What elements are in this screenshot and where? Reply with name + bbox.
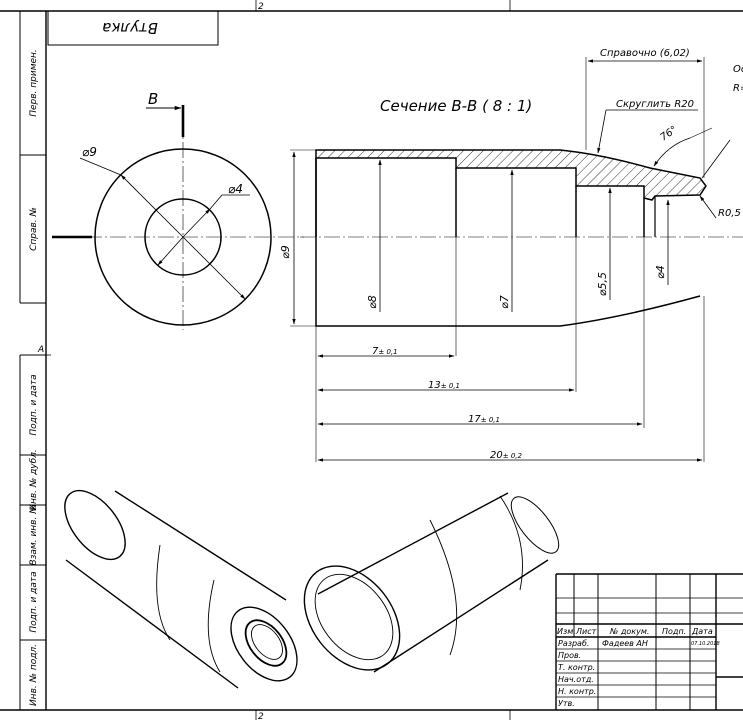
strip-orig-inv: Инв. № подл.	[29, 644, 39, 706]
role-dept-head: Нач.отд.	[558, 675, 594, 684]
inner-diameter-label: ⌀4	[228, 182, 243, 196]
bore-diameter-7: ⌀7	[498, 295, 511, 309]
bore-diameter-4: ⌀4	[654, 265, 667, 279]
cut-letter-label: В	[148, 90, 158, 108]
length-dim-20: 20± 0,2	[490, 450, 523, 461]
outer-diameter-label: ⌀9	[82, 145, 97, 159]
role-approver: Утв.	[558, 699, 575, 708]
length-dim-7: 7± 0,1	[372, 346, 398, 357]
length-dim-13: 13± 0,1	[428, 380, 460, 391]
reference-dim-label: Справочно (6,02)	[600, 48, 690, 59]
length-dim-17: 17± 0,1	[468, 414, 500, 425]
strip-sign-date-2: Подп. и дата	[29, 571, 39, 632]
bore-diameter-5-5: ⌀5,5	[596, 272, 609, 296]
isometric-left	[64, 489, 298, 689]
zone-top-label: 2	[258, 2, 264, 12]
zone-bottom-label: 2	[258, 712, 264, 720]
role-checker: Пров.	[558, 651, 581, 660]
header-sheet: Лист	[575, 627, 597, 636]
header-sign: Подп.	[662, 627, 686, 636]
strip-dup-inv: Инв. № дубл.	[29, 449, 39, 511]
zone-left-label: A	[37, 345, 44, 355]
bore-diameter-8: ⌀8	[366, 295, 379, 309]
role-developer: Разраб.	[558, 639, 589, 648]
strip-reference-no: Справ. №	[29, 207, 39, 251]
cut-note-2: R=	[733, 83, 743, 94]
section-overall-diameter: ⌀9	[279, 245, 292, 259]
right-view-rear-face	[303, 565, 401, 671]
round-note: Скруглить R20	[616, 99, 694, 110]
section-title: Сечение В-В ( 8 : 1)	[380, 97, 532, 115]
angle-label: 76°	[659, 124, 680, 143]
title-block-text: Изм. Лист № докум. Подп. Дата Разраб. Пр…	[557, 627, 720, 708]
left-view-front-face	[230, 606, 298, 682]
stamp-title: Втулка	[102, 19, 158, 37]
section-view: Сечение В-В ( 8 : 1)	[279, 48, 743, 462]
section-hatch	[315, 149, 707, 201]
end-view: ⌀9 ⌀4 В	[52, 90, 304, 330]
header-date: Дата	[691, 627, 713, 636]
developer-date: 07.10.2018	[691, 641, 720, 647]
isometric-right	[303, 492, 560, 673]
cut-note-1: Ос	[733, 64, 743, 75]
header-doc-no: № докум.	[609, 627, 649, 636]
header-change: Изм.	[557, 627, 576, 636]
fillet-label: R0,5	[718, 208, 741, 219]
title-block	[555, 573, 743, 710]
strip-first-use: Перв. примен.	[29, 49, 39, 117]
role-tech-control: Т. контр.	[558, 663, 595, 672]
developer-name: Фадеев АН	[602, 639, 648, 648]
role-norm-control: Н. контр.	[558, 687, 596, 696]
strip-sign-date-1: Подп. и дата	[29, 374, 39, 435]
strip-replace-inv: Взам. инв. №	[29, 504, 39, 565]
